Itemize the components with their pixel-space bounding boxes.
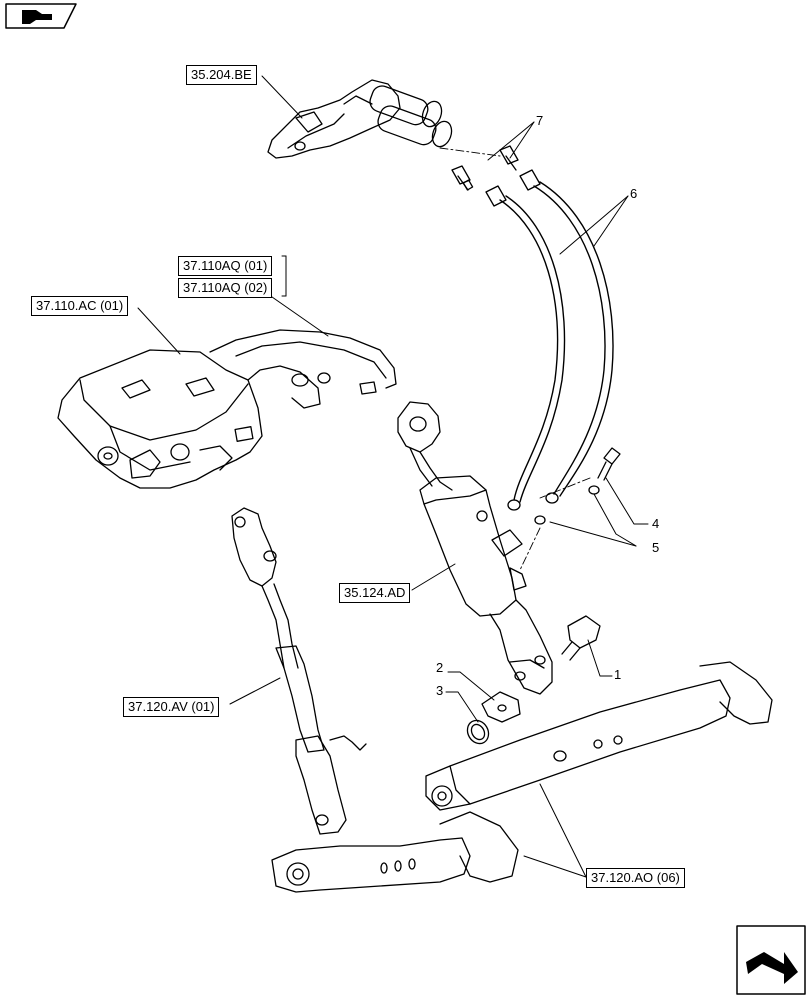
callout-7: 7: [536, 113, 544, 128]
callout-lines: [445, 121, 649, 723]
leader-lines: [137, 75, 587, 878]
callout-2: 2: [436, 660, 444, 675]
hose-drawing: [485, 169, 614, 511]
ref-37-120-ao-06[interactable]: 37.120.AO (06): [586, 868, 685, 888]
ref-35-204-be[interactable]: 35.204.BE: [186, 65, 257, 85]
ref-35-124-ad[interactable]: 35.124.AD: [339, 583, 411, 603]
next-page-arrow-icon[interactable]: [736, 925, 806, 995]
bolt-washer-drawing: [534, 447, 621, 525]
callout-6: 6: [630, 186, 638, 201]
callout-4: 4: [652, 516, 660, 531]
top-link-drawing: [231, 507, 367, 835]
book-arrow-icon[interactable]: [5, 3, 77, 29]
clip-ring-drawing: [466, 691, 521, 745]
ref-37-120-av-01[interactable]: 37.120.AV (01): [123, 697, 220, 717]
ref-37-110-ac-01[interactable]: 37.110.AC (01): [31, 296, 129, 316]
callout-3: 3: [436, 683, 444, 698]
coupler-assembly-drawing: [267, 79, 453, 159]
lower-link-drawing: [271, 661, 773, 893]
ref-37-110aq-02[interactable]: 37.110AQ (02): [178, 278, 273, 298]
hitch-housing-drawing: [57, 329, 397, 489]
callout-5: 5: [652, 540, 660, 555]
fitting-drawing: [451, 145, 519, 191]
cylinder-drawing: [397, 401, 553, 695]
callout-1: 1: [614, 667, 622, 682]
centerlines: [439, 147, 591, 571]
ref-37-110aq-01[interactable]: 37.110AQ (01): [178, 256, 273, 276]
pin-drawing: [561, 615, 601, 661]
